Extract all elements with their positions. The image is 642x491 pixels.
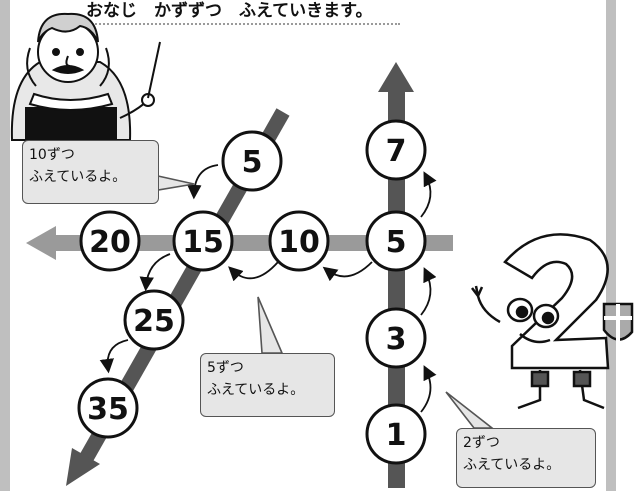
circle-d5: 5 [221, 130, 283, 192]
frame-left [0, 0, 10, 491]
number-two-character [471, 233, 634, 410]
circle-v1-label: 1 [386, 418, 407, 453]
circle-v5: 5 [365, 210, 427, 272]
bubble-five-line2: ふえているよ。 [207, 382, 305, 398]
frame-right [606, 0, 616, 491]
circle-d5-label: 5 [242, 145, 263, 180]
circle-h10-label: 10 [278, 225, 320, 260]
bubble-ten-line1: 10ずつ [29, 147, 75, 163]
circle-v3: 3 [365, 307, 427, 369]
circle-v7-label: 7 [386, 134, 407, 169]
circle-h15: 15 [172, 210, 234, 272]
title-underline [80, 23, 400, 25]
bubble-two-line1: 2ずつ [463, 435, 500, 451]
teacher-illustration [10, 12, 161, 141]
circle-v1: 1 [365, 403, 427, 465]
bubble-five-line1: 5ずつ [207, 360, 244, 376]
circle-d25: 25 [123, 289, 185, 351]
circle-h20: 20 [79, 210, 141, 272]
bubble-five: 5ずつ ふえているよ。 [200, 353, 335, 417]
circle-v5-label: 5 [386, 225, 407, 260]
circle-h15-label: 15 [182, 225, 224, 260]
circle-h10: 10 [268, 210, 330, 272]
bubble-tails [157, 175, 495, 429]
circle-d35: 35 [77, 377, 139, 439]
vertical-arrow [378, 62, 414, 488]
bubble-two-line2: ふえているよ。 [463, 457, 561, 473]
horizontal-arrow [26, 226, 453, 260]
circle-d25-label: 25 [133, 304, 175, 339]
page-title: おなじ かずずつ ふえていきます。 [86, 1, 373, 21]
step-arrows [99, 164, 437, 413]
bubble-ten-line2: ふえているよ。 [29, 169, 127, 185]
circle-v3-label: 3 [386, 322, 407, 357]
circle-h20-label: 20 [89, 225, 131, 260]
circle-d35-label: 35 [87, 392, 129, 427]
bubble-two: 2ずつ ふえているよ。 [456, 428, 596, 488]
circle-v7: 7 [365, 119, 427, 181]
bubble-ten: 10ずつ ふえているよ。 [22, 140, 159, 204]
